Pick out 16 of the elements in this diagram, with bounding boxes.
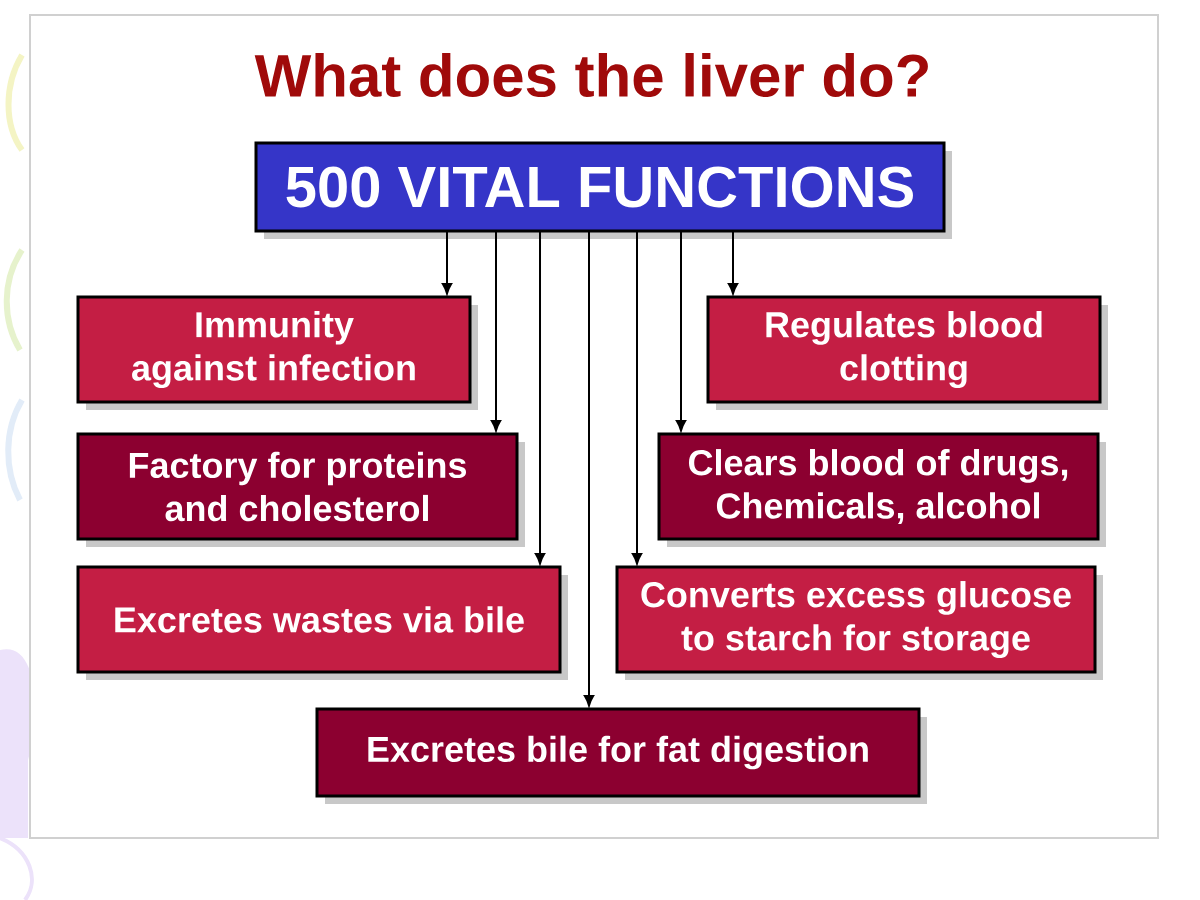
arrow bbox=[490, 230, 502, 432]
title: What does the liver do? bbox=[254, 52, 928, 98]
function-box: Regulates blood clotting bbox=[706, 295, 1108, 410]
function-box: Excretes bile for fat digestion bbox=[315, 707, 927, 804]
arrow bbox=[631, 230, 643, 565]
arrow bbox=[534, 230, 546, 565]
function-box: Immunity against infection bbox=[76, 295, 478, 410]
function-box: Converts excess glucose to starch for storage bbox=[615, 565, 1103, 680]
arrow bbox=[583, 230, 595, 707]
arrow bbox=[727, 230, 739, 295]
function-box: Factory for proteins and cholesterol bbox=[76, 432, 525, 547]
arrow bbox=[441, 230, 453, 295]
function-box: Clears blood of drugs, Chemicals, alcohol bbox=[657, 432, 1106, 547]
heading-box: 500 VITAL FUNCTIONS bbox=[254, 141, 952, 239]
arrow bbox=[675, 230, 687, 432]
function-box: Excretes wastes via bile bbox=[76, 565, 568, 680]
